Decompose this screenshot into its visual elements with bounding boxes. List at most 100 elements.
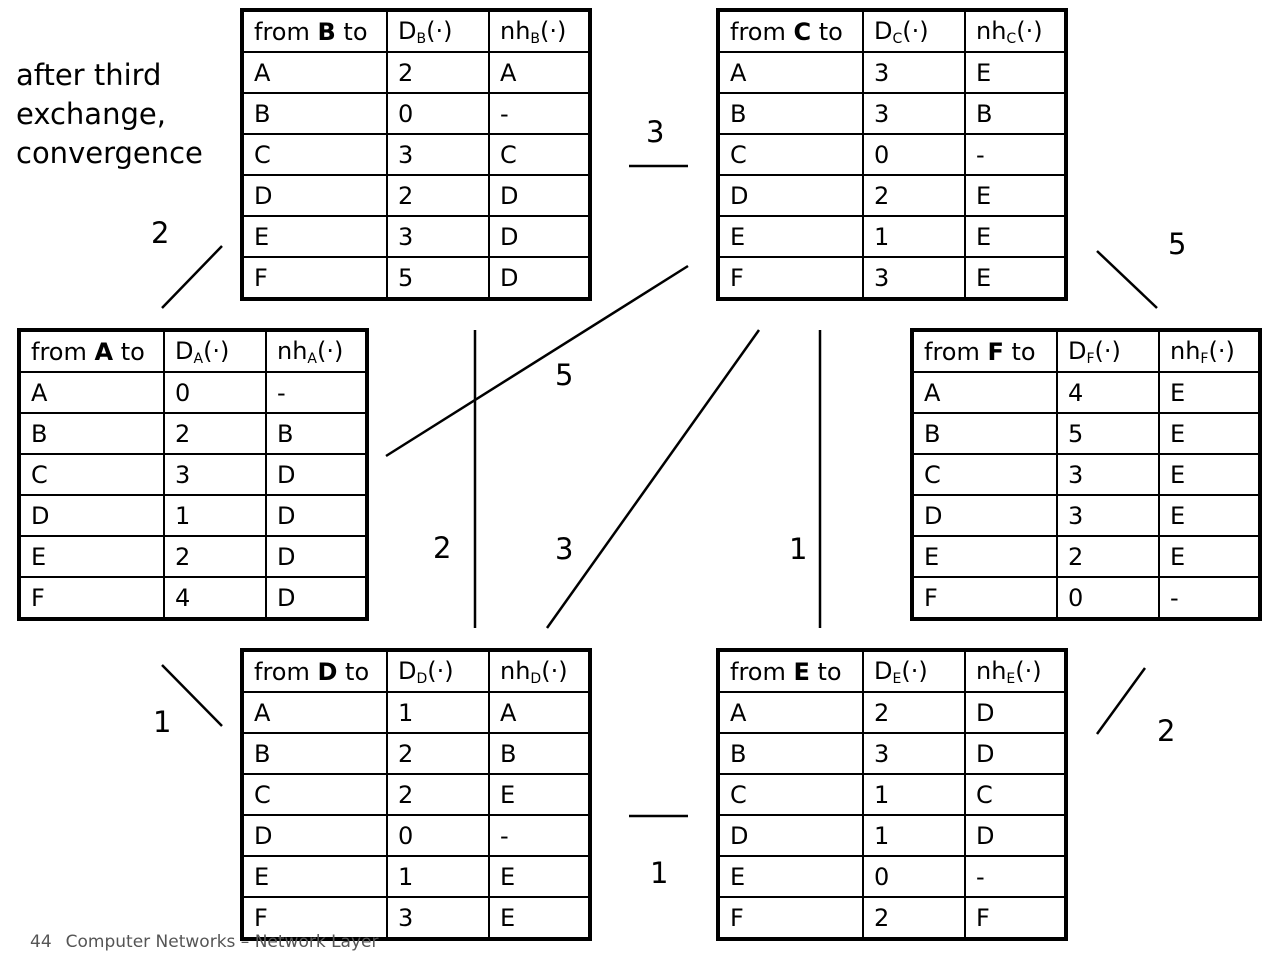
header-next-hop: nhC(·) <box>964 9 1067 53</box>
cell-next-hop: E <box>964 174 1067 217</box>
link-a-c <box>385 264 689 458</box>
header-node: E <box>793 657 810 686</box>
cell-next-hop: C <box>964 773 1067 816</box>
cell-destination: A <box>717 691 864 734</box>
header-next-hop: nhF(·) <box>1158 329 1261 373</box>
cost-a-c: 5 <box>555 358 574 392</box>
cell-distance: 1 <box>862 814 966 857</box>
cell-destination: D <box>717 814 864 857</box>
cost-c-f: 5 <box>1168 227 1187 261</box>
cell-distance: 2 <box>862 691 966 734</box>
header-subscript: B <box>416 30 427 47</box>
caption-line: after third <box>16 58 162 92</box>
cell-distance: 3 <box>386 215 490 258</box>
cell-next-hop: D <box>488 215 591 258</box>
cell-next-hop: E <box>1158 412 1261 455</box>
cell-destination: A <box>241 691 388 734</box>
header-subscript: E <box>892 670 902 687</box>
header-next-hop: nhB(·) <box>488 9 591 53</box>
cell-next-hop: F <box>964 896 1067 940</box>
cell-distance: 4 <box>1056 371 1160 414</box>
header-subscript: F <box>1200 350 1209 367</box>
cell-distance: 0 <box>386 92 490 135</box>
footer-text: Computer Networks – Network Layer <box>65 932 379 952</box>
cell-next-hop: D <box>964 691 1067 734</box>
cell-destination: D <box>241 814 388 857</box>
cell-destination: A <box>18 371 165 414</box>
cell-destination: A <box>241 51 388 94</box>
cell-destination: E <box>717 855 864 898</box>
cell-destination: C <box>911 453 1058 496</box>
cell-next-hop: - <box>488 814 591 857</box>
cell-next-hop: E <box>1158 371 1261 414</box>
cell-distance: 3 <box>163 453 267 496</box>
header-subscript: E <box>1006 670 1016 687</box>
cell-distance: 2 <box>862 896 966 940</box>
header-next-hop: nhE(·) <box>964 649 1067 693</box>
link-e-f <box>1095 667 1147 735</box>
cell-next-hop: - <box>488 92 591 135</box>
cell-distance: 1 <box>386 855 490 898</box>
cell-destination: B <box>717 732 864 775</box>
link-a-b <box>161 245 223 309</box>
caption-line: convergence <box>16 136 203 170</box>
header-from: from E to <box>717 649 864 693</box>
header-subscript: C <box>1006 30 1017 47</box>
cell-next-hop: - <box>964 133 1067 176</box>
cell-next-hop: A <box>488 51 591 94</box>
cell-distance: 1 <box>862 215 966 258</box>
cell-distance: 1 <box>386 691 490 734</box>
caption-line: exchange, <box>16 97 166 131</box>
cell-next-hop: E <box>964 256 1067 300</box>
cell-next-hop: E <box>1158 494 1261 537</box>
cell-destination: F <box>717 896 864 940</box>
cell-distance: 5 <box>1056 412 1160 455</box>
header-from: from F to <box>911 329 1058 373</box>
link-a-d <box>161 664 223 727</box>
cell-destination: A <box>717 51 864 94</box>
header-next-hop: nhA(·) <box>265 329 368 373</box>
cell-next-hop: - <box>1158 576 1261 620</box>
cell-destination: B <box>717 92 864 135</box>
header-from: from C to <box>717 9 864 53</box>
header-subscript: B <box>530 30 541 47</box>
header-distance: DB(·) <box>386 9 490 53</box>
header-node: B <box>317 17 336 46</box>
cell-destination: D <box>911 494 1058 537</box>
header-subscript: C <box>892 30 903 47</box>
cell-distance: 3 <box>862 92 966 135</box>
cell-next-hop: D <box>265 494 368 537</box>
cost-b-d: 2 <box>433 531 452 565</box>
cost-e-f: 2 <box>1157 714 1176 748</box>
cell-distance: 2 <box>1056 535 1160 578</box>
cell-destination: B <box>241 92 388 135</box>
header-subscript: F <box>1086 350 1095 367</box>
cell-distance: 0 <box>862 133 966 176</box>
cost-a-d: 1 <box>153 705 172 739</box>
cell-destination: F <box>911 576 1058 620</box>
cell-destination: E <box>241 215 388 258</box>
cost-b-c: 3 <box>646 115 665 149</box>
